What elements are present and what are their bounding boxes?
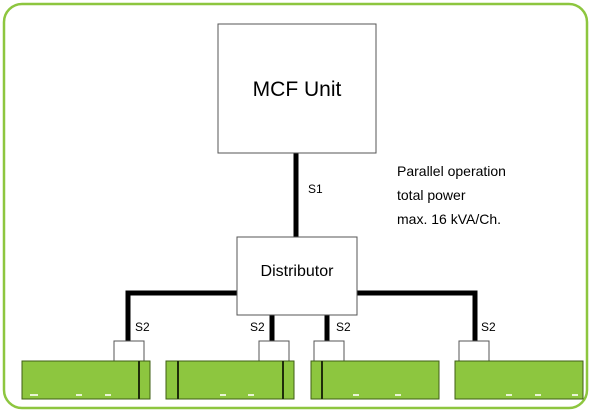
connector-box-2	[258, 340, 290, 362]
cable-label-s2-3: S2	[336, 320, 351, 334]
note-line-3: max. 16 kVA/Ch.	[397, 211, 501, 227]
module-3	[310, 360, 440, 400]
cable-lines	[125, 153, 478, 341]
note-line-1: Parallel operation	[397, 163, 506, 179]
outer-frame	[2, 2, 589, 410]
mcf-unit-box	[217, 23, 377, 154]
note-line-2: total power	[397, 187, 466, 203]
distributor-box	[236, 236, 358, 316]
mcf-unit-label: MCF Unit	[253, 78, 342, 101]
cable-label-s2-2: S2	[250, 320, 265, 334]
cable-s2-4	[357, 290, 478, 341]
distributor-label: Distributor	[261, 263, 335, 280]
module-1	[21, 360, 151, 400]
cable-label-s2-1: S2	[135, 320, 150, 334]
cable-label-s1: S1	[308, 182, 323, 196]
cable-label-s2-4: S2	[481, 320, 496, 334]
connector-box-1	[113, 340, 145, 362]
cable-s2-1	[125, 290, 237, 341]
connector-box-3	[313, 340, 345, 362]
module-4	[454, 360, 584, 400]
connector-box-4	[458, 340, 490, 362]
module-2	[165, 360, 295, 400]
